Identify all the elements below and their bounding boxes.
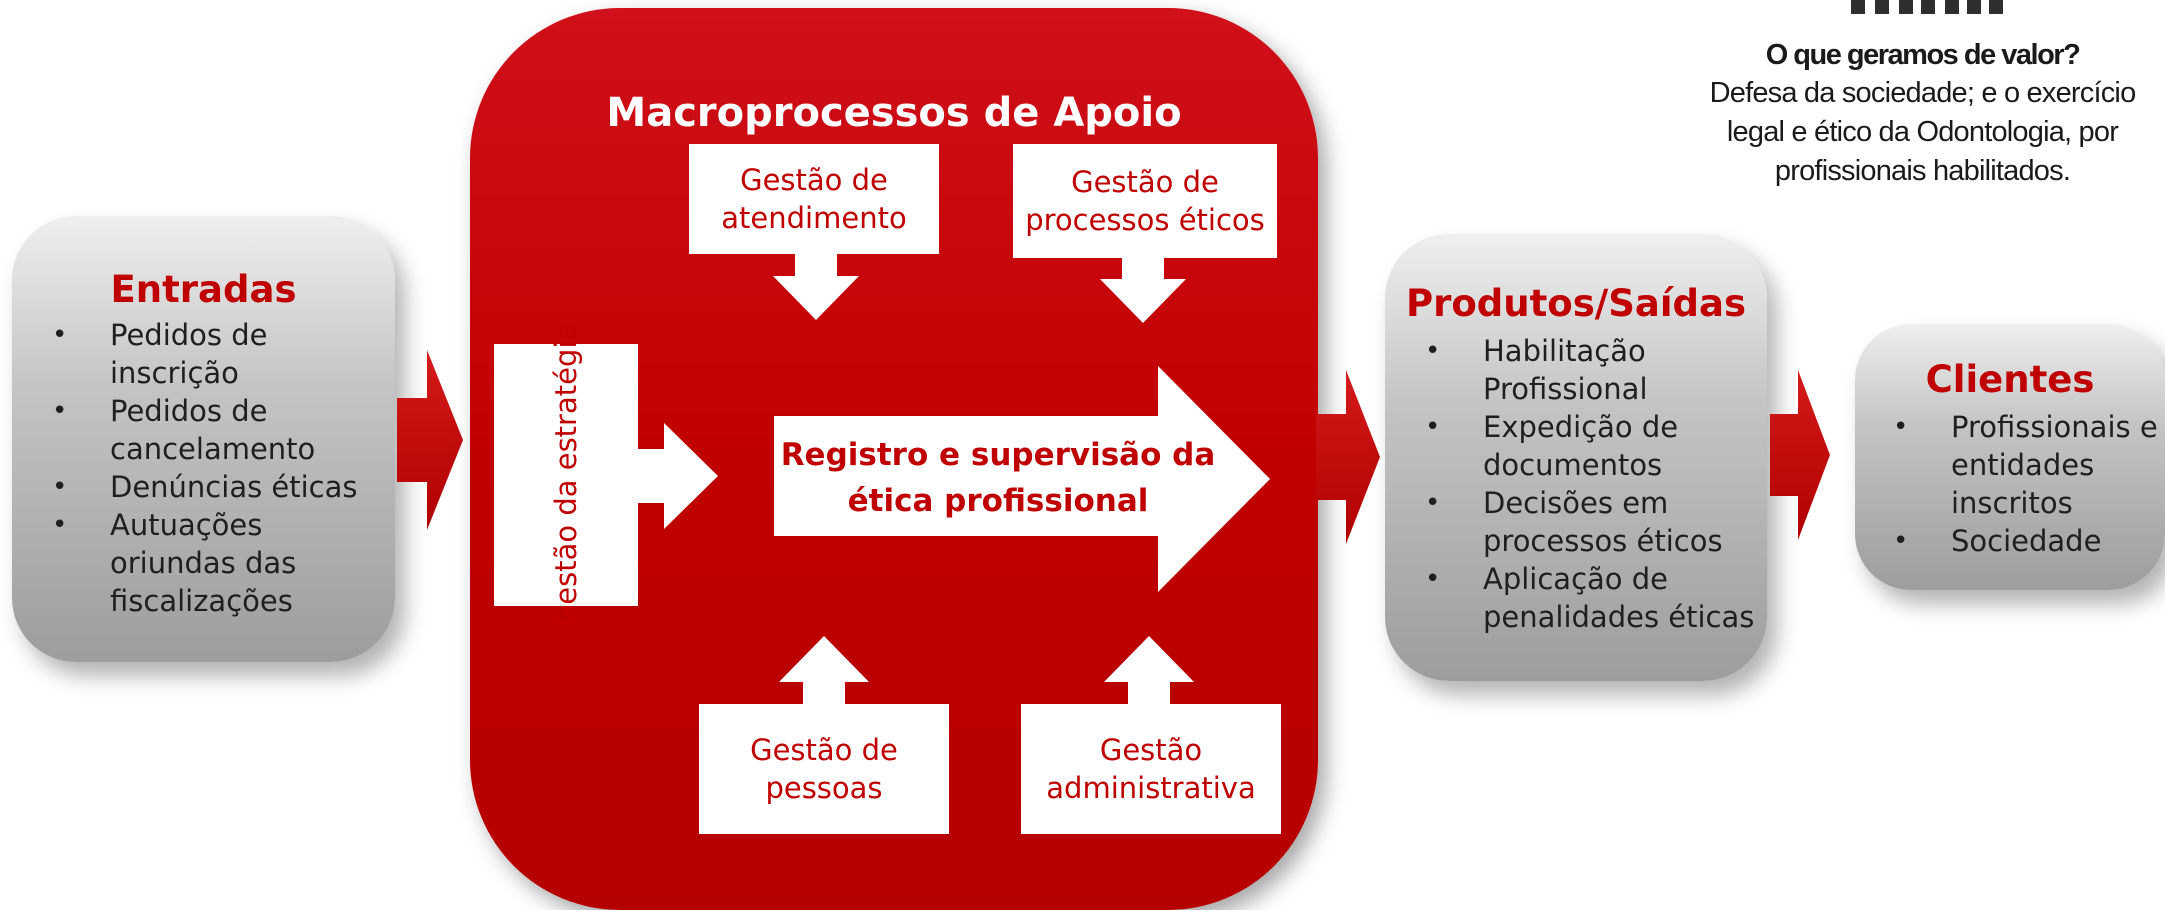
entradas-title: Entradas: [110, 268, 297, 311]
flow-arrow-icon: [397, 350, 463, 530]
value-answer-line-1: Defesa da sociedade; e o exercício: [1709, 77, 2137, 109]
right-arrow-icon: [636, 423, 718, 529]
produtos-title: Produtos/Saídas: [1405, 282, 1747, 325]
gestao-estrategia-box: Gestão da estratégia: [494, 323, 638, 627]
up-arrow-icon: [1104, 636, 1194, 706]
up-arrow-icon: [779, 636, 869, 706]
list-item: Sociedade: [1893, 522, 2165, 560]
value-answer-line-2: legal e ético da Odontologia, por: [1726, 116, 2119, 148]
flow-arrow-icon: [1316, 370, 1380, 544]
down-arrow-icon: [1100, 255, 1186, 323]
value-block: O que geramos de valor? Defesa da socied…: [1680, 36, 2165, 191]
macro-title: Macroprocessos de Apoio: [606, 90, 1182, 136]
list-item: Denúncias éticas: [52, 468, 392, 506]
core-process-label: Registro e supervisão da ética profissio…: [780, 437, 1216, 519]
flow-arrow-icon: [1770, 370, 1830, 540]
down-arrow-icon: [773, 252, 859, 320]
produtos-box: Produtos/Saídas HabilitaçãoProfissional …: [1385, 234, 1767, 681]
core-process-arrow-icon: [774, 366, 1270, 592]
value-question: O que geramos de valor?: [1765, 39, 2081, 71]
clientes-box: Clientes Profissionais eentidadesinscrit…: [1855, 324, 2165, 590]
clientes-title: Clientes: [1925, 358, 2095, 401]
value-answer-line-3: profissionais habilitados.: [1774, 155, 2071, 187]
